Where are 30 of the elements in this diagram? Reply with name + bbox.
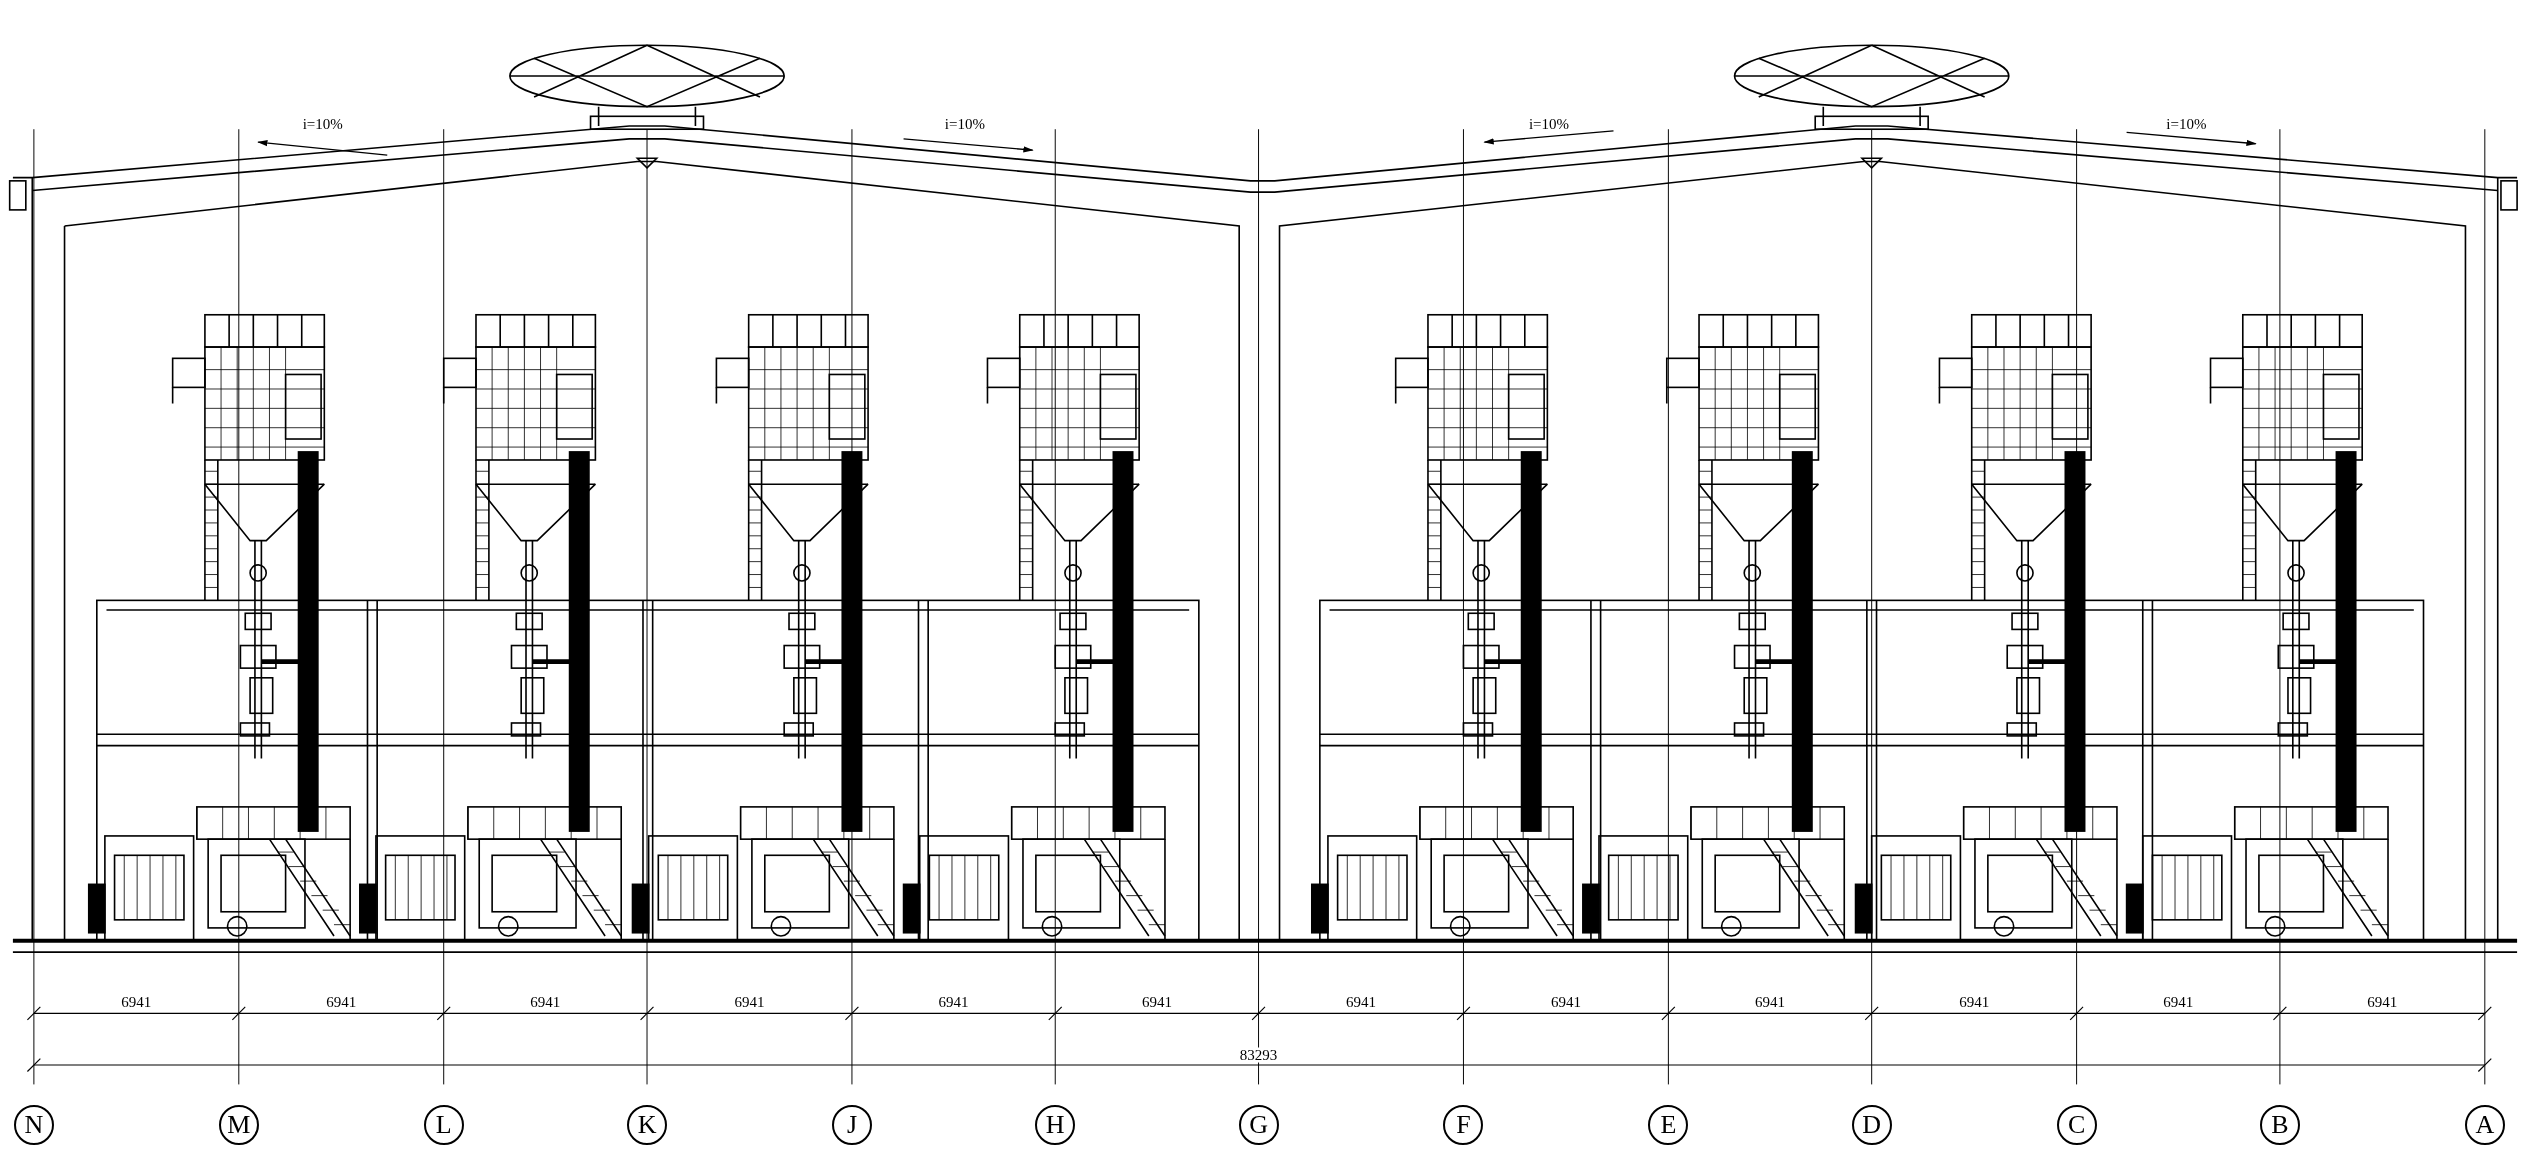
axis-bubble: H bbox=[1035, 1104, 1076, 1145]
dimension-text: 6941 bbox=[1548, 994, 1583, 1010]
dimension-text: 6941 bbox=[528, 994, 563, 1010]
axis-bubble: M bbox=[218, 1104, 259, 1145]
axis-bubble: J bbox=[831, 1104, 872, 1145]
dimension-text: 6941 bbox=[1344, 994, 1378, 1010]
axis-bubble: K bbox=[627, 1104, 667, 1145]
axis-bubble: N bbox=[13, 1104, 54, 1145]
dimension-text: 6941 bbox=[936, 994, 971, 1010]
dimension-text: 6941 bbox=[1753, 994, 1788, 1010]
dimension-text: 6941 bbox=[1139, 994, 1174, 1010]
slope-label: i=10% bbox=[942, 116, 987, 132]
axis-bubble: D bbox=[1851, 1104, 1892, 1145]
dimension-text: 6941 bbox=[2365, 994, 2400, 1010]
dimension-text: 6941 bbox=[2161, 994, 2196, 1010]
axis-bubble: L bbox=[423, 1104, 464, 1145]
slope-label: i=10% bbox=[1526, 116, 1572, 132]
dimension-text: 6941 bbox=[1957, 994, 1992, 1010]
axis-bubble: G bbox=[1238, 1104, 1279, 1145]
axis-bubble: F bbox=[1443, 1104, 1484, 1145]
slope-label: i=10% bbox=[2164, 116, 2209, 132]
axis-bubble: A bbox=[2464, 1104, 2505, 1145]
axis-bubble: B bbox=[2259, 1104, 2300, 1145]
axis-bubble: C bbox=[2056, 1104, 2097, 1145]
dimension-text: 6941 bbox=[119, 994, 154, 1010]
dimension-text: 6941 bbox=[732, 994, 767, 1010]
dimension-text: 83293 bbox=[1237, 1047, 1280, 1063]
axis-bubble: E bbox=[1648, 1104, 1689, 1145]
slope-label: i=10% bbox=[300, 116, 345, 132]
dimension-text: 6941 bbox=[324, 994, 359, 1010]
